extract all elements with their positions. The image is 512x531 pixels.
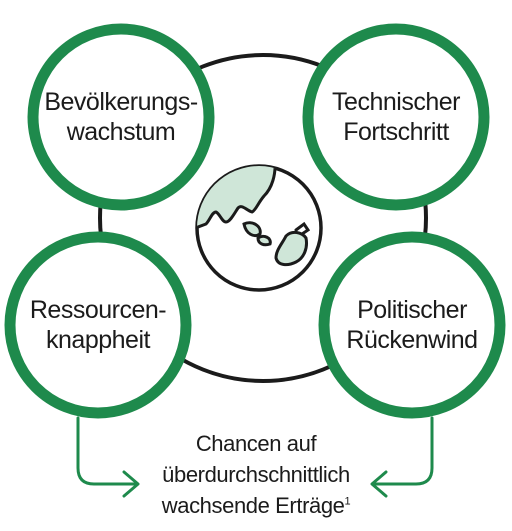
footnote-marker: 1 <box>344 495 351 508</box>
connecting-ring <box>98 53 428 383</box>
outcome-line-3-wrap: wachsende Erträge1 <box>150 490 362 521</box>
outcome-line-3: wachsende Erträge <box>161 493 345 518</box>
node-circle-top-left <box>27 23 215 211</box>
node-label-bottom-right: Politischer Rückenwind <box>346 296 478 354</box>
outcome-text: Chancen auf überdurchschnittlich wachsen… <box>150 428 362 521</box>
arrow-left <box>76 416 140 498</box>
node-label-top-right: Technischer Fortschritt <box>332 88 460 146</box>
node-circle-bottom-right <box>318 231 506 419</box>
node-circle-bottom-left <box>4 231 192 419</box>
outcome-line-1: Chancen auf <box>195 431 317 456</box>
globe-icon <box>195 164 323 292</box>
node-circle-top-right <box>302 23 490 211</box>
arrow-right <box>370 416 434 498</box>
outcome-line-2: überdurchschnittlich <box>162 462 350 487</box>
node-label-top-left: Bevölkerungs- wachstum <box>44 88 198 146</box>
node-label-bottom-left: Ressourcen- knappheit <box>29 296 167 354</box>
